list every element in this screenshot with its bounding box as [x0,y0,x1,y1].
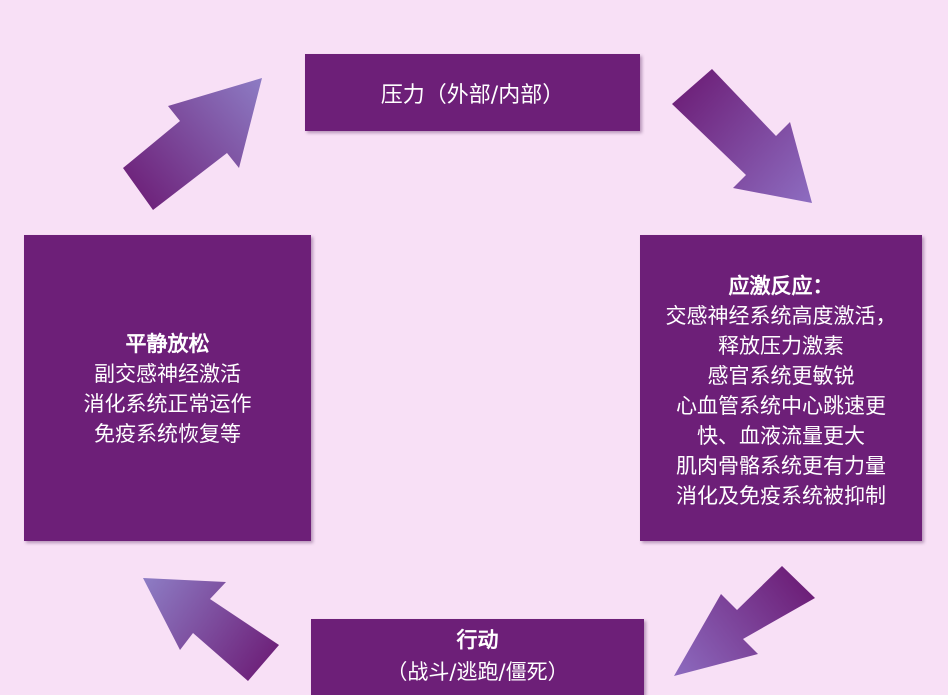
stress-response-line: 释放压力激素 [718,334,844,358]
action-box: 行动 （战斗/逃跑/僵死） [311,619,644,695]
stress-response-line: 快、血液流量更大 [697,424,865,448]
arrow-relax-to-pressure [123,78,262,210]
pressure-label: 压力（外部/内部） [380,82,565,108]
stress-response-line: 感官系统更敏锐 [707,364,855,388]
stress-response-box: 应激反应： 交感神经系统高度激活， 释放压力激素 感官系统更敏锐 心血管系统中心… [640,235,922,541]
arrow-pressure-to-stress [672,69,812,203]
stress-response-line: 心血管系统中心跳速更 [676,394,886,418]
arrow-stress-to-action [674,566,815,676]
action-title: 行动 [456,628,499,652]
relaxation-line: 消化系统正常运作 [83,392,252,416]
relaxation-box: 平静放松 副交感神经激活 消化系统正常运作 免疫系统恢复等 [24,235,311,541]
relaxation-title: 平静放松 [125,332,210,356]
stress-response-line: 交感神经系统高度激活， [665,304,897,328]
stress-response-line: 肌肉骨骼系统更有力量 [676,454,886,478]
stress-response-title: 应激反应： [728,274,834,298]
relaxation-line: 免疫系统恢复等 [94,422,241,446]
stress-response-line: 消化及免疫系统被抑制 [676,484,886,508]
relaxation-line: 副交感神经激活 [94,362,241,386]
action-subtitle: （战斗/逃跑/僵死） [386,660,569,684]
pressure-box: 压力（外部/内部） [305,54,640,131]
arrow-action-to-relax [143,578,279,681]
